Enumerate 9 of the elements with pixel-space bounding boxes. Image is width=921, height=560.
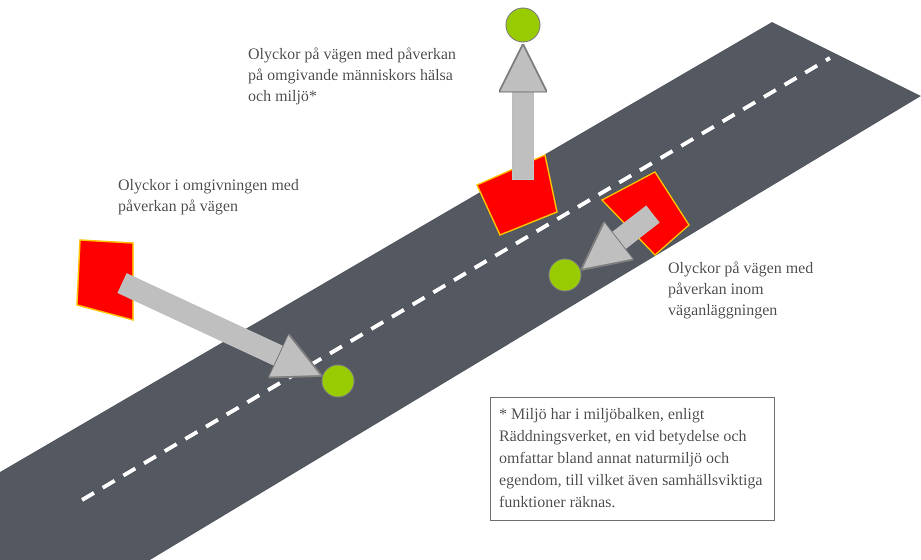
impact-circle <box>321 364 355 398</box>
impact-circle <box>548 258 582 292</box>
arrow <box>117 273 323 378</box>
caption-text: Olyckor i omgivningen med påverkan på vägen <box>118 176 300 217</box>
footnote-box: * Miljö har i miljöbalken, enligt Räddningsverket, en vid betydelse och omfattar bland annat naturmiljö och egendom, till vilket även samhällsviktiga funktioner räknas. <box>490 397 775 521</box>
caption-text: Olyckor på vägen med påverkan på omgivande människors hälsa och miljö* <box>248 45 457 107</box>
arrow <box>498 43 548 180</box>
impact-circle <box>505 7 541 43</box>
caption-text: Olyckor på vägen med påverkan inom väganläggningen <box>668 259 814 321</box>
